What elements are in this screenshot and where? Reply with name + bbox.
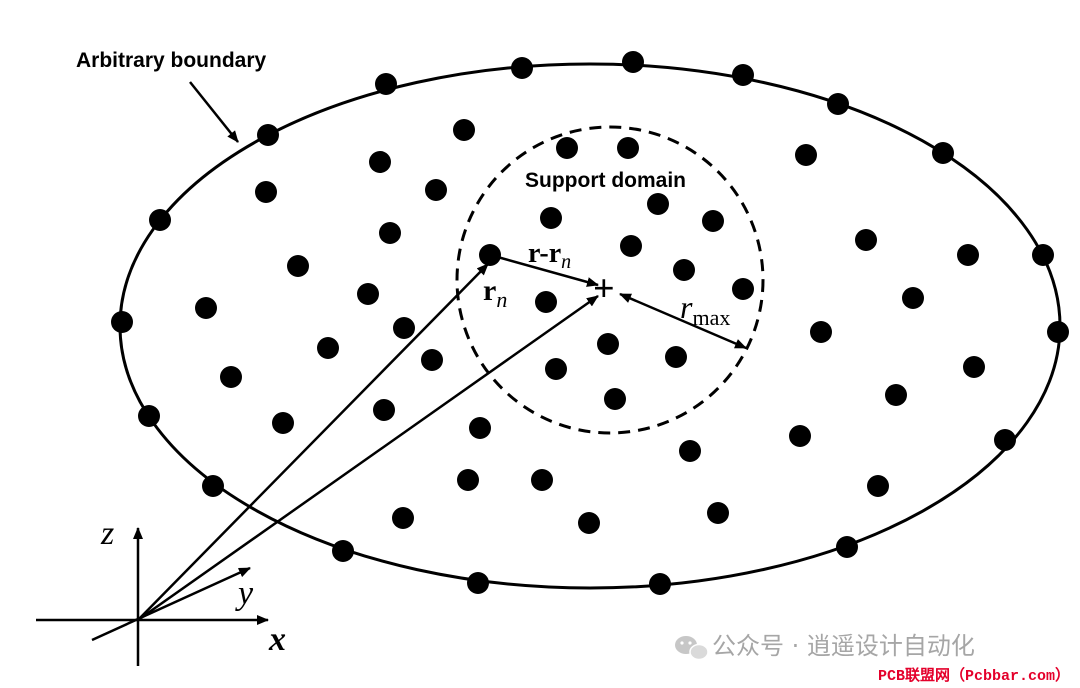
watermark: 公众号 · 逍遥设计自动化 PCB联盟网（Pcbbar.com） [675, 632, 1070, 685]
rn-vector-arrow [137, 263, 489, 621]
support-domain-circle [455, 125, 765, 435]
field-node [855, 229, 877, 251]
field-node [617, 137, 639, 159]
rmax-label: rmax [680, 289, 730, 330]
field-node [679, 440, 701, 462]
boundary-node [111, 311, 133, 333]
field-node [421, 349, 443, 371]
field-node [453, 119, 475, 141]
field-node [535, 291, 557, 313]
field-node [545, 358, 567, 380]
watermark-account: 公众号 · 逍遥设计自动化 [712, 632, 975, 660]
rn-label: rn [483, 274, 507, 312]
field-node [957, 244, 979, 266]
boundary-node [149, 209, 171, 231]
boundary-node [836, 536, 858, 558]
field-node [810, 321, 832, 343]
boundary-node [994, 429, 1016, 451]
node-group [111, 51, 1069, 595]
r-minus-rn-label: r-rn [528, 238, 571, 273]
field-node [369, 151, 391, 173]
boundary-node [138, 405, 160, 427]
wechat-icon [675, 636, 709, 661]
boundary-node [732, 64, 754, 86]
field-node [272, 412, 294, 434]
field-node [317, 337, 339, 359]
field-point-plus: + [593, 268, 615, 310]
field-node [379, 222, 401, 244]
field-node [220, 366, 242, 388]
r-minus-rn-arrow [493, 254, 599, 287]
coordinate-axes: z y x [36, 515, 286, 666]
field-node [578, 512, 600, 534]
field-node [647, 193, 669, 215]
field-node [373, 399, 395, 421]
boundary-node [375, 73, 397, 95]
field-node [789, 425, 811, 447]
rmax-arrow [619, 292, 747, 350]
field-node [540, 207, 562, 229]
field-node [963, 356, 985, 378]
field-node [620, 235, 642, 257]
boundary-node [467, 572, 489, 594]
watermark-site: PCB联盟网（Pcbbar.com） [878, 666, 1070, 685]
field-node [393, 317, 415, 339]
boundary-node [202, 475, 224, 497]
field-node [597, 333, 619, 355]
field-node [392, 507, 414, 529]
field-node [531, 469, 553, 491]
support-domain-label: Support domain [525, 169, 686, 192]
field-node [665, 346, 687, 368]
r-vector-arrow [137, 294, 599, 622]
x-axis-label: x [268, 621, 286, 658]
boundary-node [932, 142, 954, 164]
field-node [732, 278, 754, 300]
boundary-node [257, 124, 279, 146]
field-node [885, 384, 907, 406]
y-axis-label: y [235, 575, 254, 612]
field-node [556, 137, 578, 159]
z-axis-label: z [100, 515, 114, 552]
boundary-node [332, 540, 354, 562]
boundary-node [827, 93, 849, 115]
boundary-node [511, 57, 533, 79]
boundary-node [649, 573, 671, 595]
boundary-pointer-arrow [189, 81, 239, 143]
field-node [195, 297, 217, 319]
field-node [469, 417, 491, 439]
field-node [457, 469, 479, 491]
field-node [479, 244, 501, 266]
field-node [902, 287, 924, 309]
field-node [255, 181, 277, 203]
field-node [357, 283, 379, 305]
field-node [795, 144, 817, 166]
boundary-label: Arbitrary boundary [76, 49, 267, 72]
field-node [604, 388, 626, 410]
field-node [702, 210, 724, 232]
y-axis [91, 566, 251, 642]
field-node [673, 259, 695, 281]
field-node [287, 255, 309, 277]
boundary-node [1032, 244, 1054, 266]
boundary-node [622, 51, 644, 73]
field-node [707, 502, 729, 524]
field-node [867, 475, 889, 497]
field-node [425, 179, 447, 201]
boundary-node [1047, 321, 1069, 343]
